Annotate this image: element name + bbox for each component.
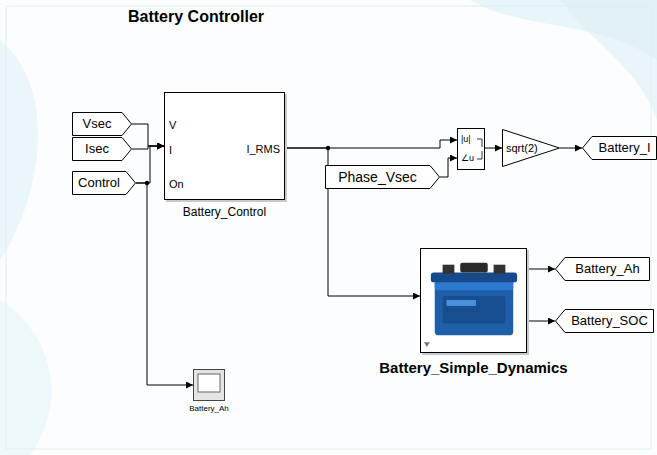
battery-part — [443, 296, 506, 323]
goto-node: Battery_Ah — [555, 257, 650, 281]
tag-name: Isec — [85, 142, 109, 157]
junction-dot — [326, 146, 330, 150]
signal-line — [285, 148, 420, 296]
tag-name: Phase_Vsec — [338, 169, 417, 185]
tag-name: Vsec — [83, 117, 112, 132]
gain-node: sqrt(2) — [502, 129, 560, 167]
gain-value: sqrt(2) — [506, 142, 538, 155]
from-tag-shape — [326, 166, 440, 189]
mux-mark — [477, 139, 482, 159]
from-tag-shape — [73, 113, 132, 136]
signal-line — [527, 269, 555, 270]
mux-node: |u| ∠u — [457, 128, 485, 170]
scope-symbol — [193, 369, 225, 401]
tag-name: Control — [78, 176, 120, 191]
battery-node: Battery_Simple_Dynamics — [420, 248, 527, 353]
port-label: On — [169, 178, 184, 191]
mux-port-label: ∠u — [461, 153, 474, 163]
block-node: VIOnI_RMSBattery_Control — [164, 92, 285, 200]
battery-illustration — [421, 249, 526, 352]
from-tag-shape — [73, 138, 132, 161]
signal-line — [285, 140, 457, 148]
signal-line — [132, 124, 164, 146]
junction-dot — [145, 181, 149, 185]
mask-arrow — [424, 342, 430, 347]
from-node: Control — [72, 171, 136, 195]
mux-port-label: |u| — [461, 134, 471, 144]
battery-part — [435, 278, 513, 335]
from-node: Phase_Vsec — [325, 165, 440, 189]
battery-part — [447, 300, 476, 306]
diagram-title: Battery Controller — [128, 8, 264, 26]
goto-tag-shape — [583, 137, 657, 160]
signal-line — [485, 148, 502, 149]
signal-line — [440, 158, 457, 177]
scope-body — [194, 370, 225, 401]
port-label: I_RMS — [246, 143, 280, 156]
goto-node: Battery_SOC — [555, 309, 654, 333]
goto-tag-shape — [556, 258, 650, 281]
tag-name: Battery_I — [598, 141, 650, 156]
port-label: V — [169, 119, 176, 132]
battery-part — [494, 265, 506, 274]
signal-line — [136, 146, 164, 183]
tag-name: Battery_Ah — [575, 262, 639, 277]
goto-tag-shape — [556, 310, 654, 333]
signal-line — [560, 148, 582, 149]
from-node: Vsec — [72, 112, 132, 136]
battery-part — [431, 273, 517, 283]
from-node: Isec — [72, 137, 132, 161]
scope-screen — [198, 374, 220, 392]
gain-shape — [503, 130, 560, 167]
battery-part — [443, 265, 455, 274]
block-name: Battery_Simple_Dynamics — [379, 359, 567, 376]
port-label: I — [169, 144, 172, 157]
signal-line — [527, 321, 555, 322]
scope-name: Battery_Ah — [189, 404, 229, 413]
block-name: Battery_Control — [183, 206, 266, 220]
goto-node: Battery_I — [582, 136, 657, 160]
battery-part — [460, 263, 487, 273]
tag-name: Battery_SOC — [571, 314, 648, 329]
from-tag-shape — [73, 172, 136, 195]
scope-node: Battery_Ah — [193, 369, 225, 401]
